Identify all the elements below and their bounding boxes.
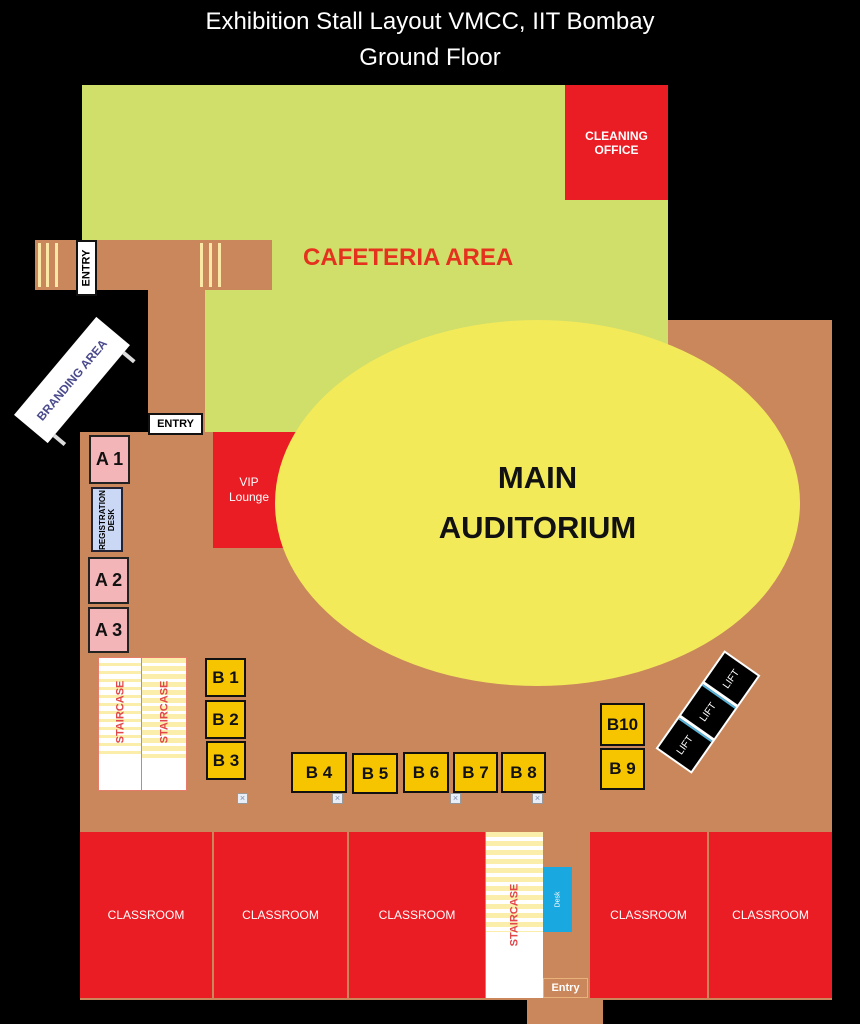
marker-icon: × bbox=[332, 793, 343, 804]
door-stripe bbox=[218, 243, 221, 287]
entry-side: ENTRY bbox=[148, 413, 203, 435]
stall-b6[interactable]: B 6 bbox=[403, 752, 449, 793]
door-stripe bbox=[200, 243, 203, 287]
stall-b2[interactable]: B 2 bbox=[205, 700, 246, 739]
classroom-1: CLASSROOM bbox=[80, 832, 212, 998]
main-auditorium: MAIN AUDITORIUM bbox=[275, 320, 800, 686]
staircase-bottom bbox=[486, 832, 543, 998]
branding-leg bbox=[122, 351, 136, 364]
stall-a3[interactable]: A 3 bbox=[88, 607, 129, 653]
staircase-left-1 bbox=[98, 657, 142, 791]
stall-b10[interactable]: B10 bbox=[600, 703, 645, 746]
stall-b7[interactable]: B 7 bbox=[453, 752, 498, 793]
classroom-5: CLASSROOM bbox=[709, 832, 832, 998]
staircase-label-wrap: STAIRCASE bbox=[98, 657, 142, 767]
entry-top: ENTRY bbox=[76, 240, 97, 296]
door-stripe bbox=[209, 243, 212, 287]
stall-b5[interactable]: B 5 bbox=[352, 753, 398, 794]
stall-b1[interactable]: B 1 bbox=[205, 658, 246, 697]
staircase-label-wrap: STAIRCASE bbox=[486, 850, 543, 980]
staircase-label: STAIRCASE bbox=[114, 680, 126, 744]
door-stripe bbox=[55, 243, 58, 287]
registration-desk: REGISTRATION DESK bbox=[91, 487, 123, 552]
staircase-label-wrap: STAIRCASE bbox=[141, 657, 187, 767]
stall-a1[interactable]: A 1 bbox=[89, 435, 130, 484]
entry-label: ENTRY bbox=[157, 418, 194, 430]
door-stripe bbox=[38, 243, 41, 287]
classroom-3: CLASSROOM bbox=[349, 832, 485, 998]
stall-a2[interactable]: A 2 bbox=[88, 557, 129, 604]
branding-leg bbox=[52, 433, 67, 447]
staircase-left-2 bbox=[141, 657, 187, 791]
marker-icon: × bbox=[450, 793, 461, 804]
marker-icon: × bbox=[532, 793, 543, 804]
bottom-entry-passage bbox=[527, 995, 603, 1024]
marker-icon: × bbox=[237, 793, 248, 804]
door-stripe bbox=[46, 243, 49, 287]
registration-label: REGISTRATION DESK bbox=[98, 489, 117, 550]
auditorium-label-1: MAIN bbox=[497, 460, 578, 495]
classroom-4: CLASSROOM bbox=[590, 832, 707, 998]
staircase-label: STAIRCASE bbox=[158, 680, 170, 744]
branding-area: BRANDING AREA bbox=[14, 316, 136, 447]
cafeteria-label: CAFETERIA AREA bbox=[303, 244, 514, 271]
auditorium-label-2: AUDITORIUM bbox=[438, 510, 637, 545]
classroom-2: CLASSROOM bbox=[214, 832, 347, 998]
staircase-label: STAIRCASE bbox=[508, 883, 521, 947]
title-line-1: Exhibition Stall Layout VMCC, IIT Bombay bbox=[205, 8, 655, 35]
entry-label: ENTRY bbox=[80, 249, 93, 287]
stall-b8[interactable]: B 8 bbox=[501, 752, 546, 793]
stall-b4[interactable]: B 4 bbox=[291, 752, 347, 793]
desk-label: Desk bbox=[553, 891, 561, 908]
desk: Desk bbox=[543, 867, 572, 932]
vertical-corridor bbox=[148, 240, 205, 435]
stall-b9[interactable]: B 9 bbox=[600, 748, 645, 790]
vip-lounge: VIP Lounge bbox=[228, 475, 270, 504]
bottom-entry: Entry bbox=[543, 978, 588, 998]
branding-label: BRANDING AREA bbox=[14, 316, 130, 444]
stall-b3[interactable]: B 3 bbox=[206, 741, 246, 780]
title-line-2: Ground Floor bbox=[359, 44, 501, 71]
cleaning-office: CLEANING OFFICE bbox=[565, 85, 668, 200]
